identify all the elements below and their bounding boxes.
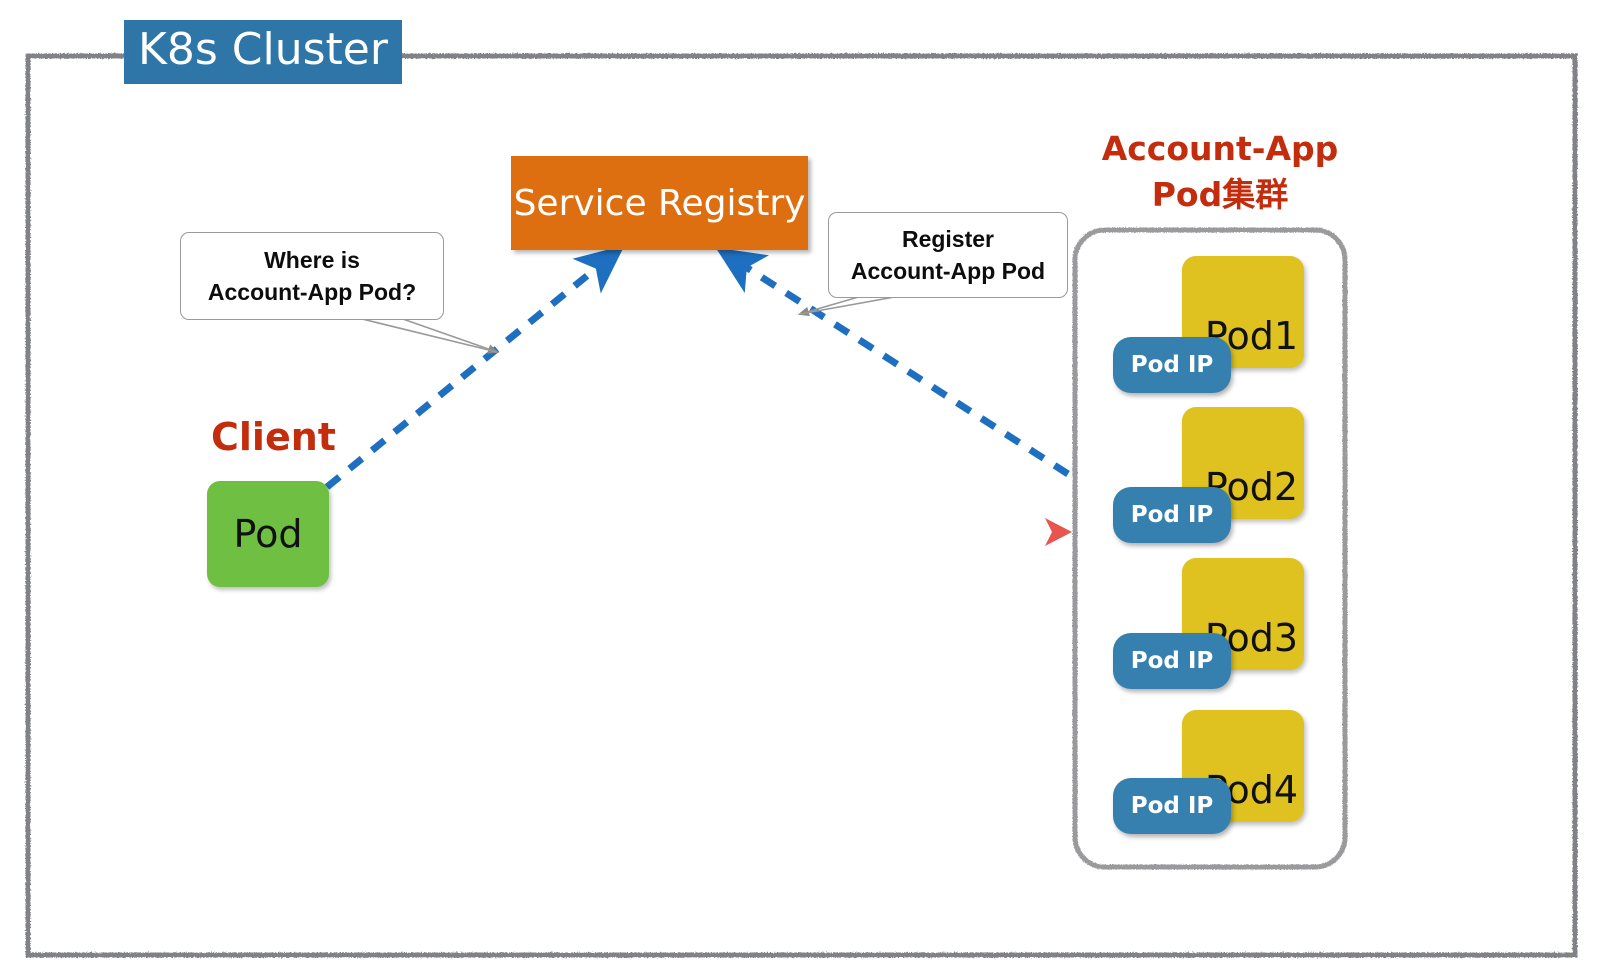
pod-ip-label-2: Pod IP — [1130, 502, 1214, 528]
callout-where-is-line1: Where is — [264, 247, 360, 273]
pod-ip-label-1: Pod IP — [1130, 352, 1214, 378]
where-is-callout-tail-2 — [357, 317, 498, 353]
pod-box-4[interactable]: Pod4 — [1182, 710, 1304, 822]
pod-ip-badge-4[interactable]: Pod IP — [1113, 778, 1231, 834]
traffic-arrowhead — [1045, 518, 1072, 546]
pod-ip-label-3: Pod IP — [1130, 648, 1214, 674]
register-callout-tail-2 — [799, 295, 901, 315]
pod-group-title-line2: Pod集群 — [1151, 175, 1289, 214]
pod-ip-badge-3[interactable]: Pod IP — [1113, 633, 1231, 689]
callout-register-line1: Register — [901, 226, 995, 252]
register-callout-tail — [797, 295, 863, 317]
where-is-callout-tail — [399, 317, 500, 354]
pod-ip-badge-2[interactable]: Pod IP — [1113, 487, 1231, 543]
client-pod-label: Pod — [233, 512, 303, 556]
callout-register: Register Account-App Pod — [828, 212, 1068, 298]
pod-group-title: Account-App Pod集群 — [1060, 126, 1380, 218]
client-pod-box[interactable]: Pod — [207, 481, 329, 587]
pod-ip-badge-1[interactable]: Pod IP — [1113, 337, 1231, 393]
service-registry-label: Service Registry — [513, 182, 806, 224]
pod-ip-label-4: Pod IP — [1130, 793, 1214, 819]
client-label: Client — [211, 415, 336, 459]
service-registry-box[interactable]: Service Registry — [511, 156, 808, 250]
callout-register-line2: Account-App Pod — [850, 258, 1046, 284]
callout-where-is: Where is Account-App Pod? — [180, 232, 444, 320]
pod-group-title-line1: Account-App — [1101, 129, 1339, 168]
callout-where-is-line2: Account-App Pod? — [207, 279, 417, 305]
cluster-title: K8s Cluster — [124, 20, 402, 84]
